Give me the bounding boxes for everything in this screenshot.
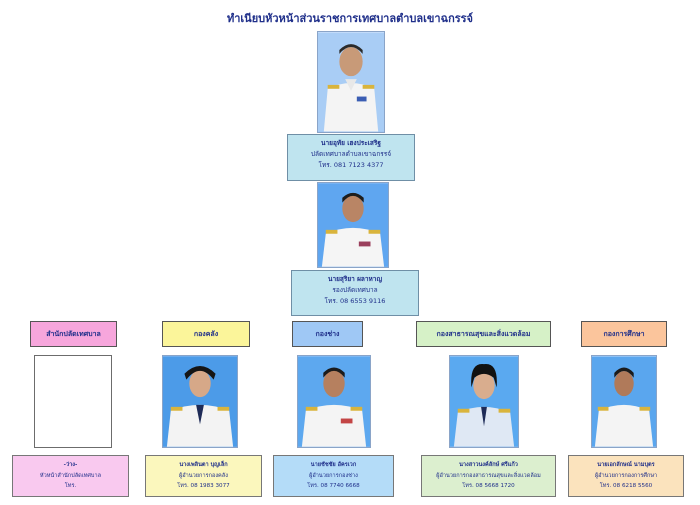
staff-name: นางสาวนงค์ลักษ์ ศรีแก้ว [459, 462, 518, 468]
staff-phone: โทร. 08 6218 5560 [599, 483, 653, 489]
dept-public-health: กองสาธารณสุขและสิ่งแวดล้อม [416, 321, 551, 347]
card-clerk-office-head: -ว่าง- หัวหน้าสำนักปลัดเทศบาล โทร. [12, 455, 129, 497]
staff-name: นายเอกลักษณ์ นามบุตร [597, 462, 655, 468]
dept-engineering: กองช่าง [292, 321, 363, 347]
photo-engineering-director [297, 355, 371, 448]
dept-education: กองการศึกษา [581, 321, 667, 347]
staff-phone: โทร. 08 5668 1720 [462, 483, 515, 489]
clerk-phone: โทร. 081 7123 4377 [318, 161, 384, 169]
photo-mayor-clerk [317, 31, 385, 133]
staff-position: ผู้อำนวยการกองคลัง [179, 472, 228, 479]
photo-placeholder-vacant [34, 355, 112, 448]
staff-position: ผู้อำนวยการกองช่าง [309, 472, 358, 479]
clerk-name: นายอุทัย เฮงประเสริฐ [321, 139, 381, 147]
photo-health-director [449, 355, 519, 448]
portrait-icon [318, 32, 384, 132]
dept-finance: กองคลัง [162, 321, 250, 347]
staff-phone: โทร. 08 7740 6668 [307, 483, 360, 489]
portrait-icon [318, 183, 388, 267]
staff-phone: โทร. [64, 483, 77, 489]
deputy-phone: โทร. 08 6553 9116 [324, 297, 386, 305]
card-deputy: นายสุริยา ผลาหาญ รองปลัดเทศบาล โทร. 08 6… [291, 270, 419, 316]
clerk-position: ปลัดเทศบาลตำบลเขาฉกรรจ์ [310, 150, 392, 158]
card-finance-director: นางเพลินตา บุญเล็ก ผู้อำนวยการกองคลัง โท… [145, 455, 262, 497]
staff-name: นางเพลินตา บุญเล็ก [179, 462, 228, 468]
staff-position: ผู้อำนวยการกองการศึกษา [594, 472, 658, 479]
staff-name: นายชัชชัย อัครเวก [310, 462, 357, 468]
page-title: ทำเนียบหัวหน้าส่วนราชการเทศบาลตำบลเขาฉกร… [226, 12, 474, 25]
portrait-icon [450, 356, 518, 447]
staff-name: -ว่าง- [63, 462, 78, 468]
dept-clerk-office: สำนักปลัดเทศบาล [30, 321, 117, 347]
portrait-icon [298, 356, 370, 447]
card-clerk: นายอุทัย เฮงประเสริฐ ปลัดเทศบาลตำบลเขาฉก… [287, 134, 415, 181]
card-education-director: นายเอกลักษณ์ นามบุตร ผู้อำนวยการกองการศึ… [568, 455, 684, 497]
portrait-icon [592, 356, 656, 447]
deputy-name: นายสุริยา ผลาหาญ [328, 275, 382, 283]
portrait-icon [163, 356, 237, 447]
card-health-director: นางสาวนงค์ลักษ์ ศรีแก้ว ผู้อำนวยการกองสา… [421, 455, 556, 497]
deputy-position: รองปลัดเทศบาล [332, 286, 378, 294]
staff-position: หัวหน้าสำนักปลัดเทศบาล [39, 472, 102, 479]
photo-education-director [591, 355, 657, 448]
photo-deputy-clerk [317, 182, 389, 268]
staff-phone: โทร. 08 1983 3077 [177, 483, 230, 489]
card-engineering-director: นายชัชชัย อัครเวก ผู้อำนวยการกองช่าง โทร… [273, 455, 394, 497]
staff-position: ผู้อำนวยการกองสาธารณสุขและสิ่งแวดล้อม [436, 472, 541, 479]
photo-finance-director [162, 355, 238, 448]
